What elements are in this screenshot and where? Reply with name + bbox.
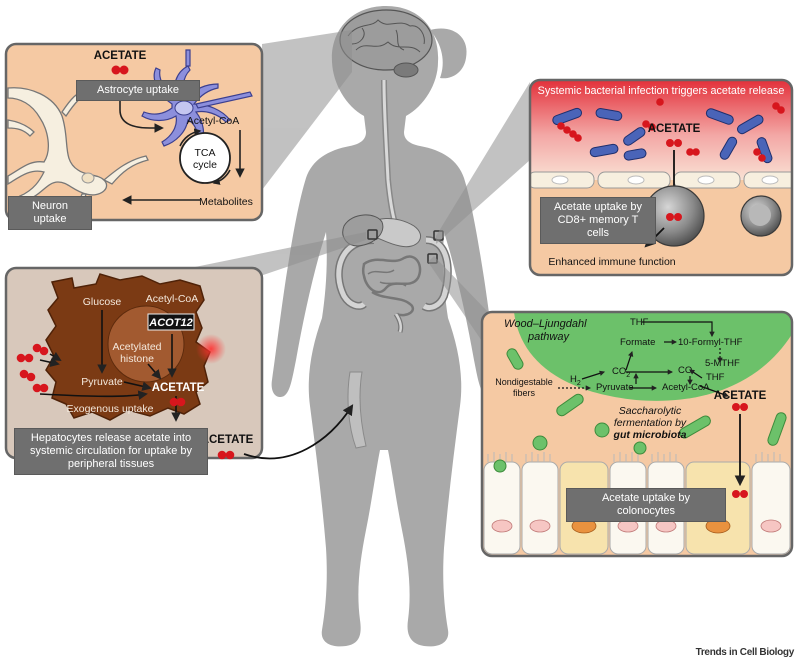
- co2-label: CO2: [612, 366, 630, 379]
- acot12-label: ACOT12: [148, 317, 192, 329]
- bacteria: [552, 107, 773, 164]
- peripheral-acetate-label: ACETATE: [201, 434, 254, 446]
- liver-release-arrows: [39, 351, 62, 368]
- colonocyte-uptake-box: Acetate uptake by colonocytes: [566, 488, 726, 522]
- leg-bone: [347, 371, 367, 449]
- nondigestable-line1: Nondigestable: [495, 377, 553, 387]
- brain-acetate-label: ACETATE: [94, 50, 147, 62]
- gut-pyruvate-label: Pyruvate: [596, 382, 634, 393]
- acot12-enzyme: [147, 313, 195, 331]
- immune-acetate-label: ACETATE: [648, 123, 701, 135]
- journal-credit: Trends in Cell Biology: [695, 647, 795, 658]
- acetate-molecules: [557, 98, 785, 162]
- acetylated-label-line1: Acetylated: [112, 341, 161, 353]
- brain-acetylcoa-label: Acetyl-CoA: [187, 115, 240, 127]
- co-label: CO: [678, 365, 692, 376]
- wood-ljungdahl-line1: Wood–Ljungdahl: [504, 318, 587, 330]
- astrocyte-uptake-box: Astrocyte uptake: [76, 80, 200, 101]
- metabolites-label: Metabolites: [199, 196, 253, 208]
- nondigestable-line2: fibers: [513, 388, 536, 398]
- methf-label: 5-MTHF: [705, 358, 740, 369]
- glucose-label: Glucose: [83, 296, 122, 308]
- release-line3: peripheral tissues: [67, 458, 155, 470]
- astrocyte-uptake-label: Astrocyte uptake: [97, 84, 179, 96]
- tca-label-line2: cycle: [193, 159, 217, 171]
- liver-pyruvate-label: Pyruvate: [81, 376, 123, 388]
- tcell-uptake-box: Acetate uptake by CD8+ memory T cells: [540, 197, 656, 244]
- tca-label-line1: TCA: [195, 147, 216, 159]
- acetylated-label-line2: histone: [120, 353, 154, 365]
- body-silhouette: [271, 6, 499, 647]
- gut-acetate-label: ACETATE: [714, 390, 767, 402]
- microbiota-zone: [514, 312, 792, 401]
- hepatocyte-release-box: Hepatocytes release acetate into systemi…: [14, 428, 208, 475]
- wood-ljungdahl-line2: pathway: [527, 331, 570, 343]
- tca-cycle: [179, 132, 231, 184]
- formyl-thf-label: 10-Formyl-THF: [678, 337, 743, 348]
- red-glow: [196, 334, 226, 364]
- liver-panel: Glucose Acetyl-CoA ACOT12 Acetylated his…: [4, 266, 264, 460]
- wood-ljungdahl-arrows: [558, 321, 746, 487]
- liver-acetate-label: ACETATE: [152, 382, 205, 394]
- neuron-uptake-box: Neuron uptake: [8, 196, 92, 230]
- gut-acetylcoa-label: Acetyl-CoA: [662, 382, 710, 393]
- tcell-uptake-line2: CD8+ memory T cells: [557, 214, 639, 239]
- h2-label: H2: [570, 374, 581, 387]
- gut-bacteria: [493, 348, 787, 473]
- thf-bottom-label: THF: [706, 372, 725, 383]
- infection-banner: Systemic bacterial infection triggers ac…: [538, 85, 785, 97]
- colonocyte-uptake-label: Acetate uptake by colonocytes: [601, 492, 691, 517]
- acetate-molecule: [111, 65, 129, 75]
- tcell-uptake-line1: Acetate uptake by: [553, 201, 643, 213]
- saccharolytic-line3: gut microbiota: [613, 429, 687, 441]
- brain-illustration: [339, 9, 433, 78]
- saccharolytic-line1: Saccharolytic: [619, 405, 682, 417]
- release-line1: Hepatocytes release acetate into: [30, 432, 192, 444]
- thf-top-label: THF: [630, 317, 649, 328]
- neuron-uptake-label: Neuron uptake: [31, 200, 69, 225]
- liver-acetylcoa-label: Acetyl-CoA: [146, 293, 199, 305]
- brain-panel: ACETATE TCA cycle Acetyl-CoA Metabolites: [4, 42, 264, 222]
- exogenous-uptake-label: Exogenous uptake: [67, 403, 154, 415]
- immune-panel: Systemic bacterial infection triggers ac…: [528, 78, 794, 277]
- saccharolytic-line2: fermentation by: [614, 417, 687, 429]
- circulation-arrow: [243, 404, 354, 460]
- liver-acetate-molecules: [16, 343, 186, 407]
- formate-label: Formate: [620, 337, 655, 348]
- enhanced-immune-label: Enhanced immune function: [548, 256, 675, 268]
- release-line2: systemic circulation for uptake by: [29, 445, 192, 457]
